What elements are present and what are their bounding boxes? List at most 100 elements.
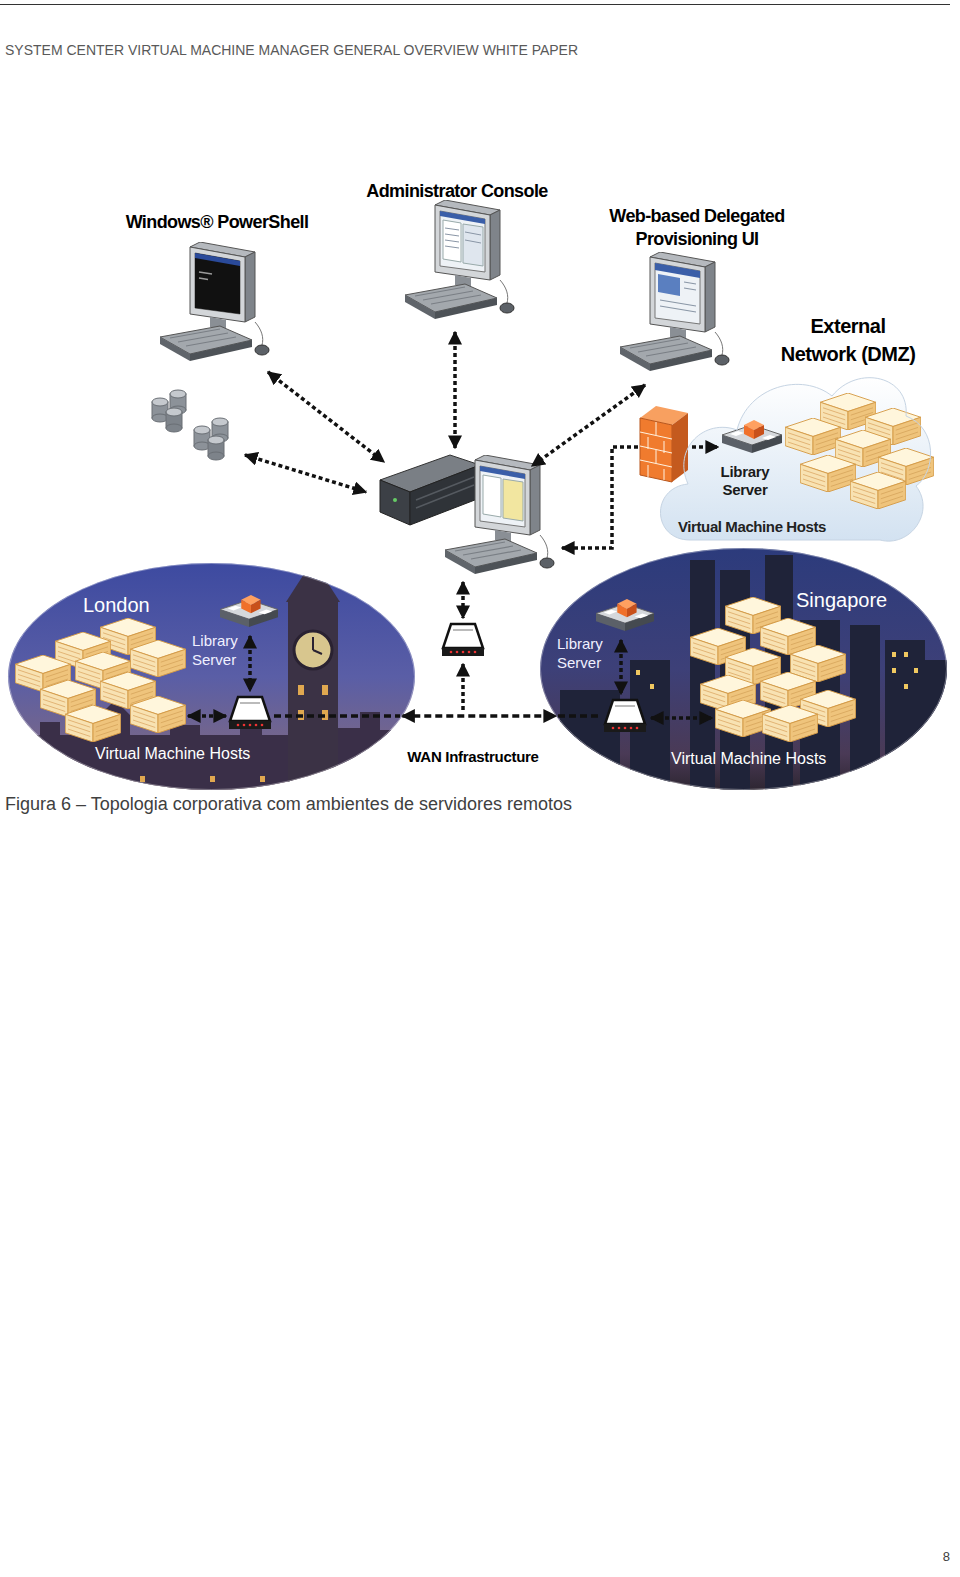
page-number: 8: [943, 1549, 950, 1565]
network-label: WAN Infrastructure: [407, 748, 538, 766]
dotted-arrows: [453, 332, 457, 448]
hosts-label-text: Virtual Machine Hosts: [95, 744, 250, 763]
running-header-slot: SYSTEM CENTER VIRTUAL MACHINE MANAGER GE…: [5, 42, 578, 59]
routers: [229, 624, 646, 732]
console-label-text: Administrator Console: [366, 180, 547, 202]
console-label: Windows® PowerShell: [126, 211, 309, 233]
ellipse-outline: [541, 549, 947, 790]
library-server-icons: [722, 420, 782, 453]
console-label: Administrator Console: [366, 180, 547, 202]
server-label: Library Server: [557, 634, 615, 672]
hosts-label-text: Virtual Machine Hosts: [678, 518, 826, 536]
london-region: [8, 563, 415, 790]
figure-caption-slot: Figura 6 – Topologia corporativa com amb…: [5, 793, 572, 815]
client-computers: [195, 253, 240, 314]
database-icons: [208, 436, 224, 444]
london-region: [322, 685, 328, 695]
client-computers: [463, 224, 483, 266]
dotted-arrows: [562, 447, 638, 548]
header-rule: [0, 4, 950, 5]
singapore-region: [914, 668, 918, 673]
management-server: [503, 479, 523, 521]
singapore-region: [885, 640, 925, 790]
host-servers: [785, 418, 841, 455]
console-label: Web-based Delegated Provisioning UI: [597, 205, 797, 251]
host-servers: [130, 696, 186, 733]
server-label-text: Library Server: [557, 634, 615, 672]
running-header: SYSTEM CENTER VIRTUAL MACHINE MANAGER GE…: [5, 42, 578, 59]
database-icons: [166, 408, 182, 416]
management-server: [393, 498, 397, 502]
london-region: [20, 776, 25, 782]
london-region: [286, 560, 340, 602]
management-server: [416, 477, 474, 508]
library-server-icons: [220, 595, 278, 627]
client-computers: [199, 272, 212, 280]
routers: [442, 624, 484, 656]
cloud-outline: [660, 378, 930, 541]
dotted-arrows: [532, 385, 645, 466]
management-server: [410, 465, 480, 525]
singapore-region: [560, 555, 955, 790]
server-label-text: Library Server: [713, 463, 777, 499]
database-icons: [170, 390, 186, 398]
ellipse-outline: [9, 564, 415, 790]
client-computers: [160, 242, 269, 361]
management-server: [483, 475, 501, 517]
hosts-label-text: Virtual Machine Hosts: [671, 749, 826, 768]
host-servers: [800, 455, 856, 492]
dmz-network-text: External Network (DMZ): [773, 312, 923, 368]
database-icons: [166, 424, 182, 432]
london-region: [60, 776, 65, 782]
host-servers: [15, 393, 934, 742]
management-server: [380, 455, 480, 525]
london-region: [210, 776, 215, 782]
singapore-region: [904, 684, 908, 689]
singapore-region: [636, 670, 640, 675]
host-servers: [762, 705, 818, 742]
management-server: [380, 480, 410, 525]
page-number-slot: 8: [943, 1549, 950, 1565]
dotted-arrows: [558, 714, 600, 718]
dotted-arrows: [461, 664, 465, 712]
london-region: [338, 712, 415, 790]
server-label: Library Server: [192, 631, 250, 669]
dotted-arrows: [248, 636, 252, 691]
site-region: SingaporeLibrary ServerVirtual Machine H…: [540, 548, 947, 790]
london-region: [298, 685, 304, 695]
client-computers: [405, 200, 514, 319]
host-servers: [130, 640, 186, 677]
client-computers: [405, 200, 514, 319]
singapore-region: [892, 668, 896, 673]
console-label-text: Web-based Delegated Provisioning UI: [597, 205, 797, 251]
host-servers: [65, 705, 121, 742]
firewall: [640, 422, 672, 480]
management-server: [445, 455, 554, 574]
database-icons: [212, 418, 228, 426]
singapore-region: [540, 548, 955, 790]
dotted-arrows: [188, 332, 718, 718]
firewall: [640, 406, 688, 482]
dotted-arrows: [188, 714, 226, 718]
london-region: [140, 776, 145, 782]
london-region: [8, 560, 415, 790]
dotted-arrows: [245, 455, 366, 492]
database-icons: [208, 452, 224, 460]
singapore-region: [540, 548, 947, 790]
site-region-text: London: [83, 593, 183, 617]
hosts-label: Virtual Machine Hosts: [678, 518, 826, 536]
client-computers: [160, 242, 269, 361]
library-server-icons: [596, 599, 654, 631]
wan-link: [402, 714, 556, 718]
client-computers: [658, 274, 680, 296]
site-region-text: Singapore: [796, 588, 916, 612]
server-label-text: Library Server: [192, 631, 250, 669]
london-region: [313, 637, 322, 654]
london-region: [294, 631, 332, 669]
client-computers: [620, 252, 729, 371]
routers: [604, 700, 646, 732]
client-computers: [195, 253, 240, 266]
